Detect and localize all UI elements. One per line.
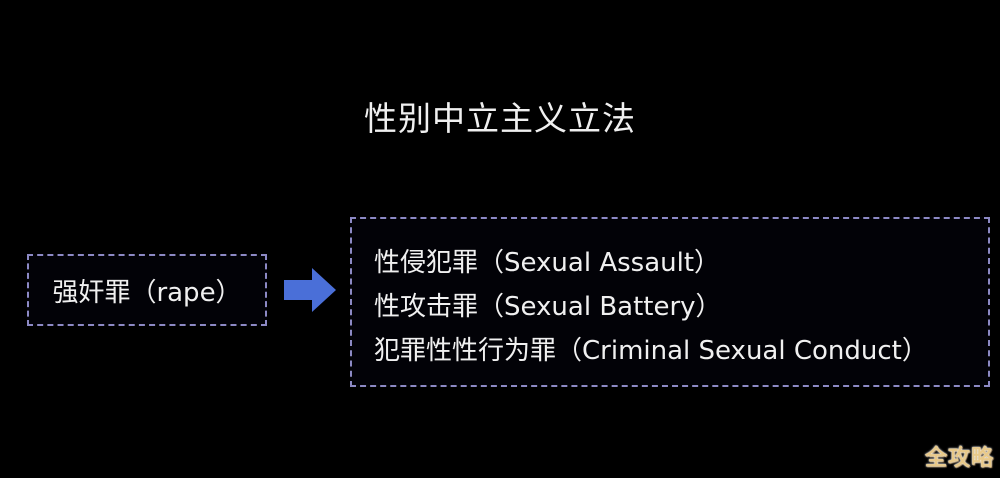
neutral-term-item: 性攻击罪（Sexual Battery） [374, 292, 722, 322]
right-arrow-icon [284, 268, 336, 312]
neutral-term-item: 犯罪性性行为罪（Criminal Sexual Conduct） [374, 336, 928, 366]
source-term-label: 强奸罪（rape） [52, 277, 242, 308]
source-term-box: 强奸罪（rape） [27, 254, 267, 326]
neutral-terms-list: 性侵犯罪（Sexual Assault） 性攻击罪（Sexual Battery… [374, 241, 928, 373]
neutral-term-item: 性侵犯罪（Sexual Assault） [374, 248, 721, 278]
neutral-terms-box: 性侵犯罪（Sexual Assault） 性攻击罪（Sexual Battery… [350, 217, 990, 387]
watermark-logo: 全攻略 [924, 446, 994, 471]
diagram-title: 性别中立主义立法 [364, 99, 636, 138]
